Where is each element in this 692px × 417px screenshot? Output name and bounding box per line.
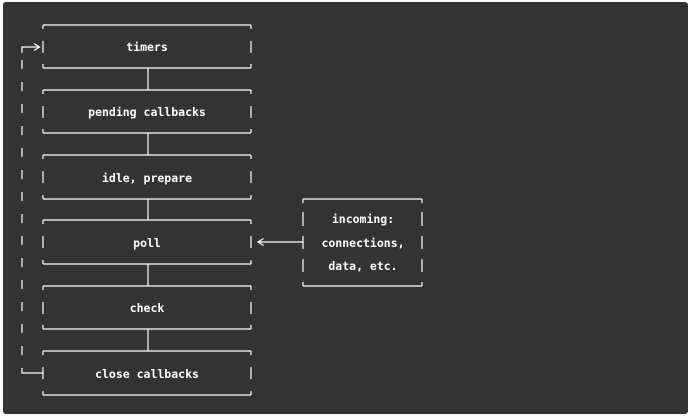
- phase-label-close-callbacks: close callbacks: [95, 367, 199, 381]
- phase-box-check: [42, 285, 252, 330]
- phase-box-poll: [42, 219, 252, 265]
- loop-back-arrow: [21, 42, 43, 374]
- phase-label-check: check: [130, 301, 165, 315]
- incoming-line-2: connections,: [321, 236, 404, 250]
- phase-label-poll: poll: [133, 236, 161, 250]
- phase-label-timers: timers: [126, 40, 168, 54]
- phase-label-pending-callbacks: pending callbacks: [88, 105, 206, 119]
- incoming-line-3: data, etc.: [328, 259, 397, 273]
- incoming-box: [302, 198, 423, 287]
- phase-box-timers: [42, 24, 252, 69]
- phase-label-idle-prepare: idle, prepare: [102, 171, 192, 185]
- incoming-to-poll-arrow: [256, 237, 303, 247]
- diagram-panel: [3, 2, 688, 414]
- phase-box-pending-callbacks: [42, 89, 252, 134]
- phase-box-idle-prepare: [42, 154, 252, 200]
- incoming-line-1: incoming:: [332, 212, 394, 226]
